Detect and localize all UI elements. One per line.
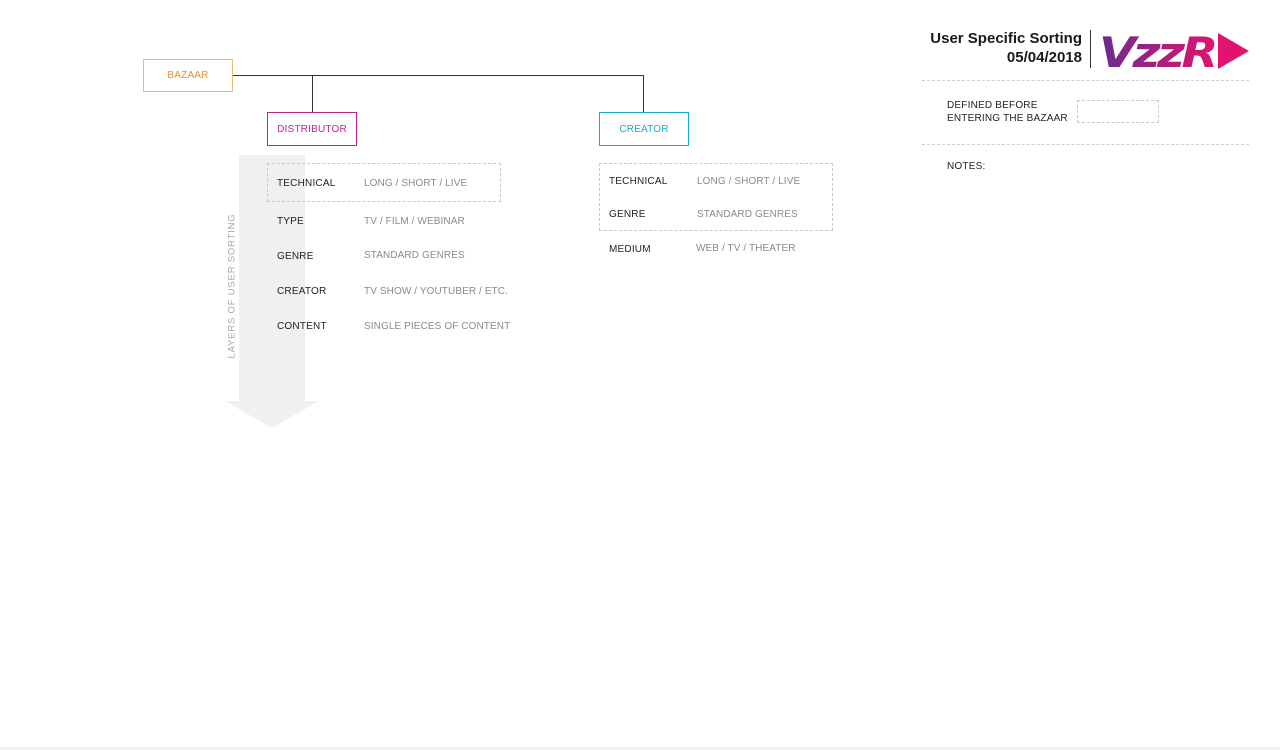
creator-layer-value: STANDARD GENRES bbox=[697, 209, 798, 220]
legend-dashed-swatch bbox=[1077, 100, 1159, 123]
header-divider bbox=[1090, 30, 1091, 68]
sorting-arrow-body bbox=[239, 155, 305, 401]
distributor-layer-label: CONTENT bbox=[277, 321, 327, 332]
distributor-layer-value: TV SHOW / YOUTUBER / ETC. bbox=[364, 286, 508, 297]
legend-defined-before-label: DEFINED BEFORE ENTERING THE BAZAAR bbox=[947, 100, 1068, 124]
page-bottom-edge bbox=[0, 747, 1280, 750]
page-title: User Specific Sorting bbox=[930, 30, 1082, 47]
connector-distributor-vertical bbox=[312, 75, 313, 112]
creator-layer-label: GENRE bbox=[609, 209, 646, 220]
node-distributor: DISTRIBUTOR bbox=[267, 112, 357, 146]
distributor-layer-label: GENRE bbox=[277, 251, 314, 262]
logo-wordmark: VzzR bbox=[1099, 29, 1215, 71]
creator-layer-label: MEDIUM bbox=[609, 244, 651, 255]
creator-layer-label: TECHNICAL bbox=[609, 176, 668, 187]
connector-creator-vertical bbox=[643, 75, 644, 112]
notes-label: NOTES: bbox=[947, 161, 986, 172]
distributor-layer-value: TV / FILM / WEBINAR bbox=[364, 216, 465, 227]
creator-layer-value: WEB / TV / THEATER bbox=[696, 243, 796, 254]
connector-root-horizontal bbox=[233, 75, 644, 76]
panel-divider-top bbox=[922, 80, 1249, 81]
sorting-arrow-label: LAYERS OF USER SORTING bbox=[226, 213, 238, 359]
distributor-layer-label: CREATOR bbox=[277, 286, 327, 297]
distributor-layer-value: STANDARD GENRES bbox=[364, 250, 465, 261]
creator-layer-value: LONG / SHORT / LIVE bbox=[697, 176, 801, 187]
distributor-predefined-box bbox=[267, 163, 501, 202]
page-date: 05/04/2018 bbox=[1006, 49, 1082, 66]
distributor-layer-value: LONG / SHORT / LIVE bbox=[364, 178, 468, 189]
sorting-arrow-head bbox=[225, 401, 319, 428]
node-bazaar: BAZAAR bbox=[143, 59, 233, 92]
distributor-layer-value: SINGLE PIECES OF CONTENT bbox=[364, 321, 511, 332]
vzzr-logo: VzzR bbox=[1099, 29, 1249, 71]
node-creator: CREATOR bbox=[599, 112, 689, 146]
play-icon bbox=[1218, 33, 1249, 69]
distributor-layer-label: TYPE bbox=[277, 216, 304, 227]
distributor-layer-label: TECHNICAL bbox=[277, 178, 336, 189]
panel-divider-bottom bbox=[922, 144, 1249, 145]
creator-predefined-box bbox=[599, 163, 833, 231]
